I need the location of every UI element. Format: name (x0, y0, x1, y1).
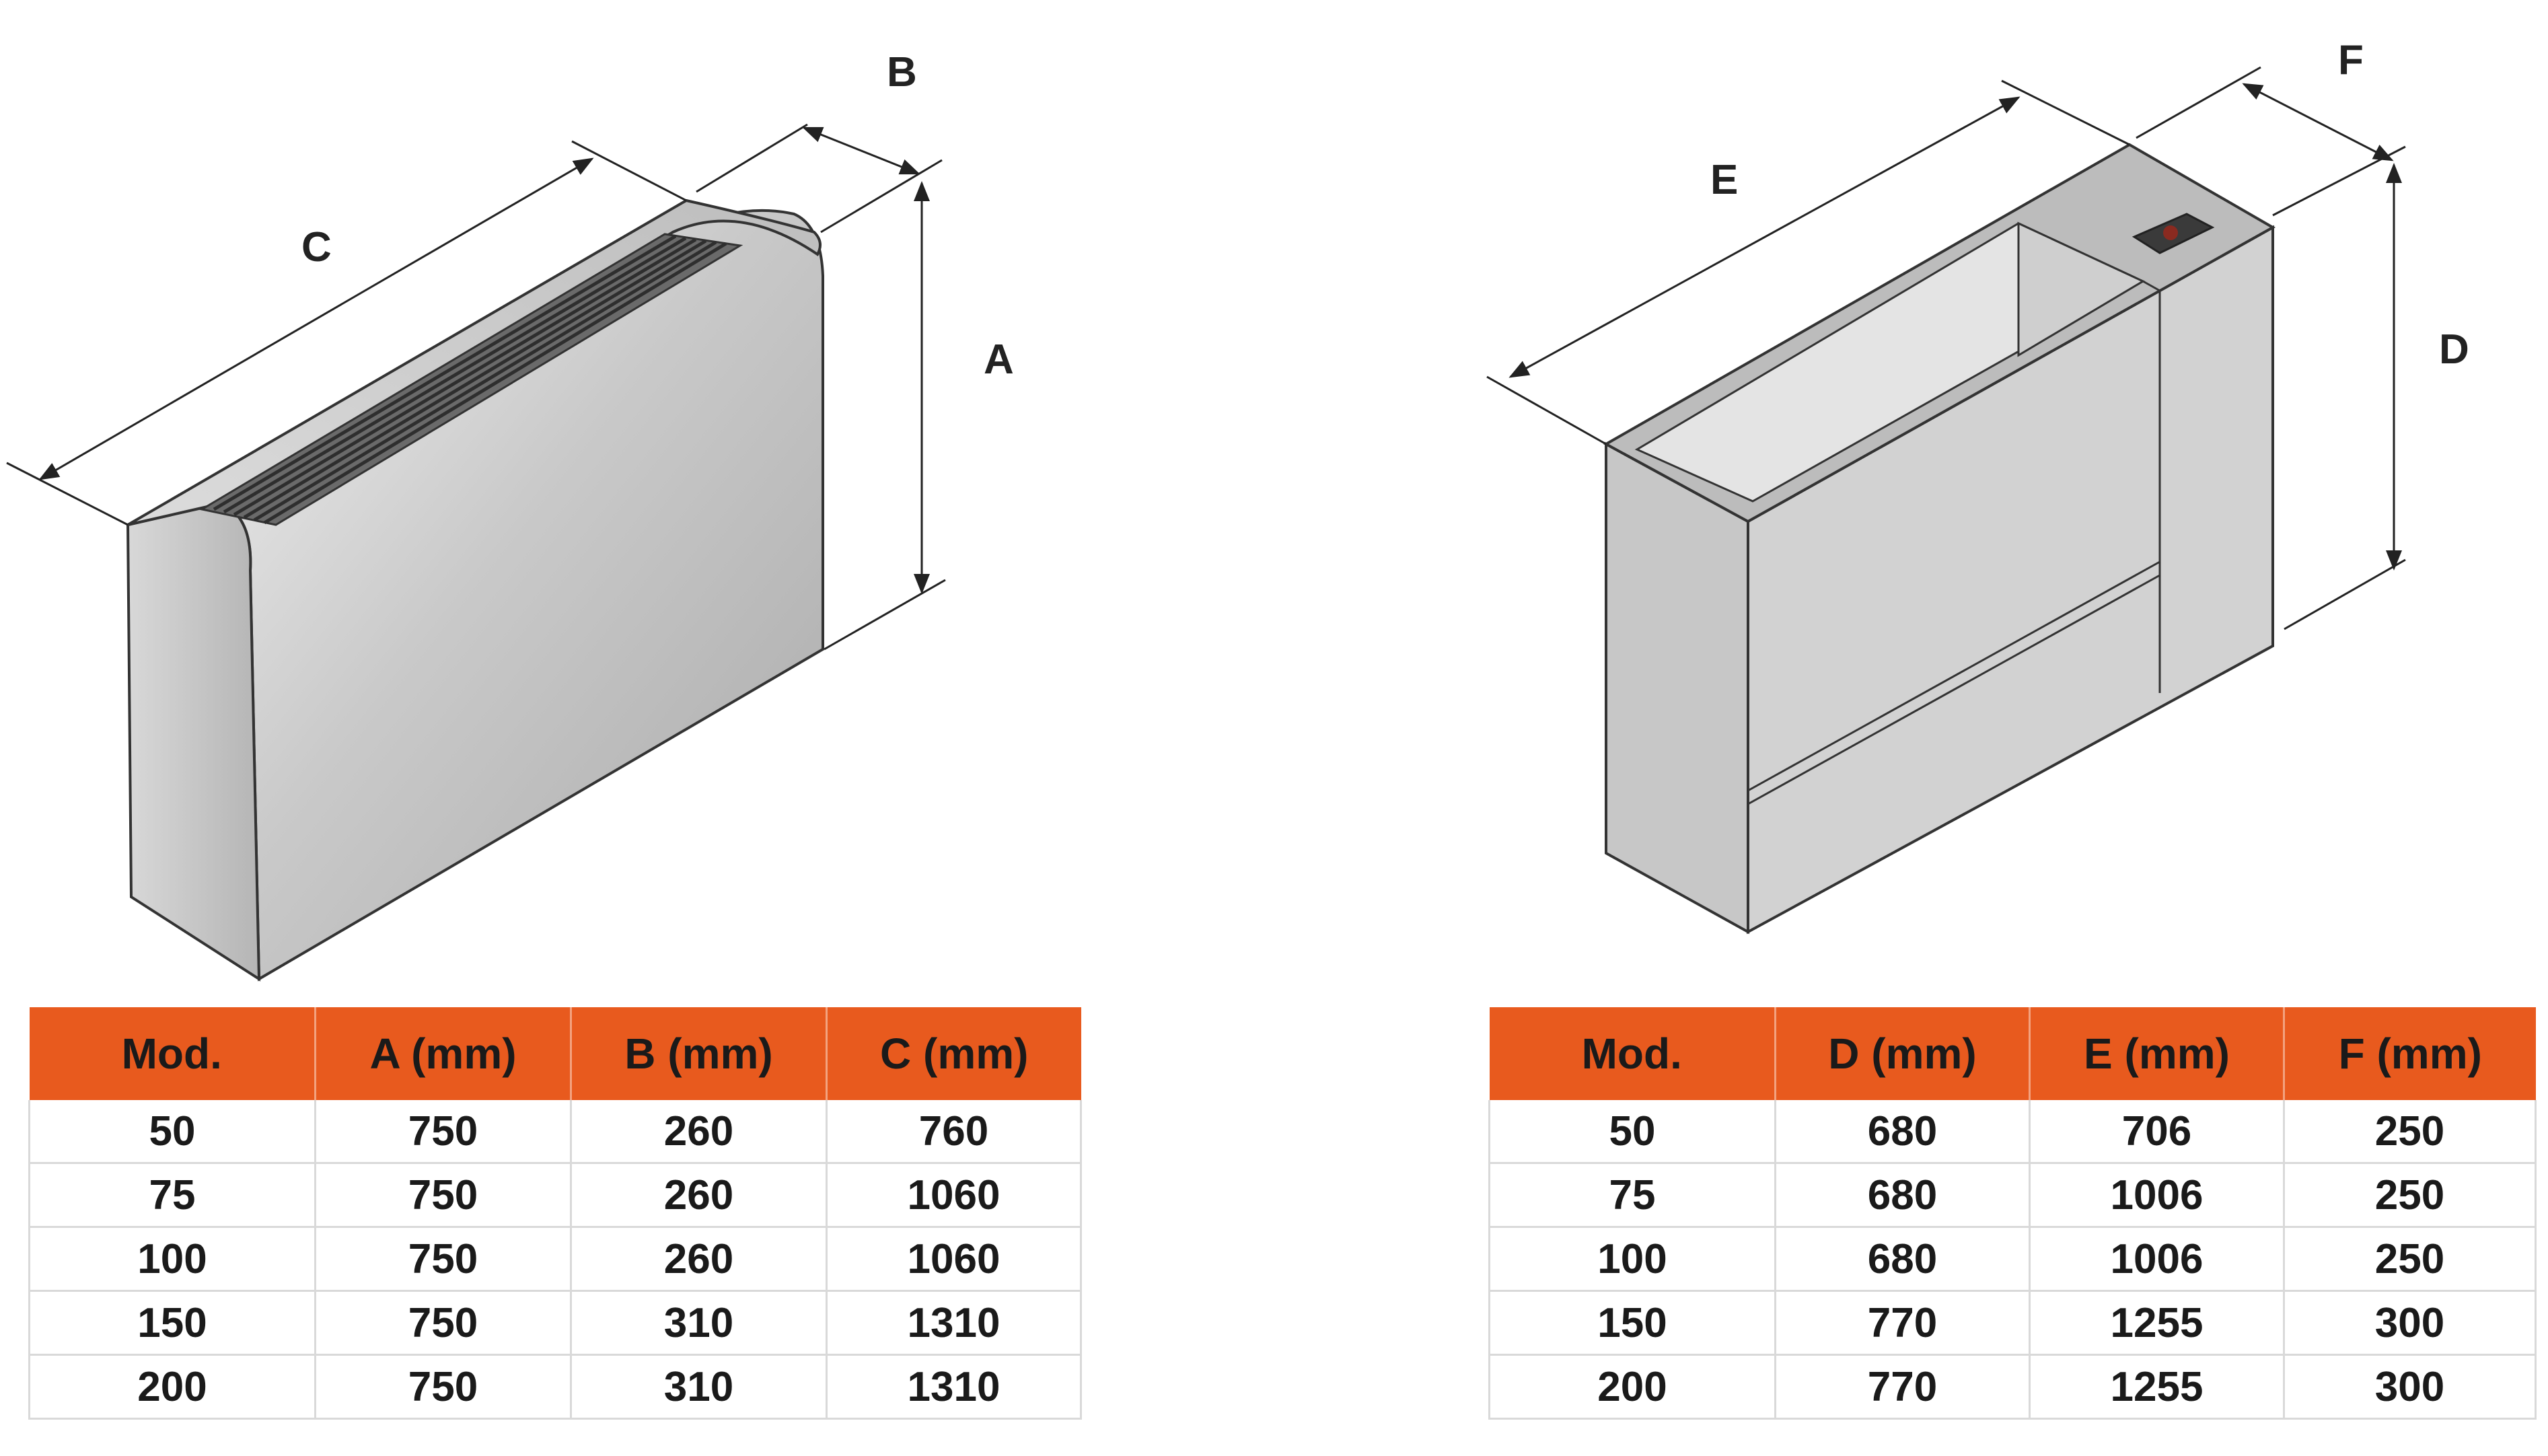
table-cell: 750 (315, 1354, 572, 1420)
table-cell: 750 (315, 1227, 572, 1292)
dim-line-e (1508, 96, 2021, 378)
column-header: Mod. (1489, 1007, 1776, 1100)
table-cell: 706 (2029, 1100, 2285, 1164)
table-cell: 770 (1775, 1290, 2031, 1356)
table-cell: 1006 (2029, 1227, 2285, 1292)
table-cell: 770 (1775, 1354, 2031, 1420)
table-cell: 260 (571, 1163, 828, 1228)
table-row: 75 680 1006 250 (1488, 1163, 2537, 1228)
table-cell: 100 (1488, 1227, 1776, 1292)
column-header: C (mm) (826, 1007, 1081, 1100)
built-in-unit-end-face (1605, 441, 1749, 935)
table-cell: 100 (28, 1227, 316, 1292)
table-cell: 260 (571, 1100, 828, 1164)
dim-label-d: D (2439, 326, 2469, 373)
table-cell: 75 (28, 1163, 316, 1228)
table-cell: 760 (826, 1100, 1082, 1164)
column-header: E (mm) (2029, 1007, 2285, 1100)
table-cell: 260 (571, 1227, 828, 1292)
table-cell: 200 (1488, 1354, 1776, 1420)
table-cell: 1060 (826, 1163, 1082, 1228)
column-header: A (mm) (315, 1007, 572, 1100)
table-row: 200 770 1255 300 (1488, 1354, 2537, 1420)
built-in-unit-dimensions-table: Mod. D (mm) E (mm) F (mm) 50 680 706 250… (1488, 1007, 2537, 1420)
table-cell: 75 (1488, 1163, 1776, 1228)
dimension-drawing: C B A (6, 37, 2469, 982)
table-cell: 250 (2284, 1163, 2537, 1228)
table-row: 50 680 706 250 (1488, 1100, 2537, 1164)
dim-label-e: E (1710, 157, 1738, 203)
table-cell: 1255 (2029, 1354, 2285, 1420)
table-row: 200 750 310 1310 (28, 1354, 1082, 1420)
cased-unit-dimensions-table: Mod. A (mm) B (mm) C (mm) 50 750 260 760… (28, 1007, 1082, 1420)
table-row: 100 680 1006 250 (1488, 1227, 2537, 1292)
table-cell: 310 (571, 1290, 828, 1356)
table-header-row: Mod. D (mm) E (mm) F (mm) (1489, 1007, 2536, 1100)
table-cell: 1255 (2029, 1290, 2285, 1356)
table-row: 150 770 1255 300 (1488, 1290, 2537, 1356)
table-cell: 1310 (826, 1290, 1082, 1356)
table-cell: 200 (28, 1354, 316, 1420)
table-cell: 300 (2284, 1290, 2537, 1356)
table-cell: 1310 (826, 1354, 1082, 1420)
table-cell: 150 (1488, 1290, 1776, 1356)
table-cell: 680 (1775, 1163, 2031, 1228)
column-header: Mod. (29, 1007, 316, 1100)
table-cell: 50 (1488, 1100, 1776, 1164)
dim-line-c (38, 157, 594, 480)
column-header: F (mm) (2284, 1007, 2536, 1100)
table-cell: 250 (2284, 1100, 2537, 1164)
table-cell: 680 (1775, 1100, 2031, 1164)
control-panel-icon (2132, 213, 2215, 254)
dim-label-f: F (2338, 37, 2364, 83)
table-cell: 750 (315, 1163, 572, 1228)
table-cell: 750 (315, 1100, 572, 1164)
table-cell: 300 (2284, 1354, 2537, 1420)
column-header: D (mm) (1775, 1007, 2031, 1100)
table-cell: 310 (571, 1354, 828, 1420)
dim-line-f (2242, 83, 2394, 161)
table-cell: 1006 (2029, 1163, 2285, 1228)
dim-label-c: C (301, 224, 332, 270)
table-row: 100 750 260 1060 (28, 1227, 1082, 1292)
dim-line-b (802, 126, 920, 175)
dim-label-b: B (887, 49, 917, 96)
cased-unit-side-face (126, 501, 261, 982)
table-cell: 680 (1775, 1227, 2031, 1292)
table-cell: 150 (28, 1290, 316, 1356)
column-header: B (mm) (571, 1007, 828, 1100)
dim-label-a: A (984, 336, 1014, 383)
cased-unit-drawing: C B A (6, 49, 1014, 982)
table-cell: 1060 (826, 1227, 1082, 1292)
table-cell: 750 (315, 1290, 572, 1356)
built-in-unit-drawing: E F D (1486, 37, 2469, 935)
table-row: 150 750 310 1310 (28, 1290, 1082, 1356)
table-cell: 50 (28, 1100, 316, 1164)
table-cell: 250 (2284, 1227, 2537, 1292)
table-header-row: Mod. A (mm) B (mm) C (mm) (29, 1007, 1081, 1100)
table-row: 50 750 260 760 (28, 1100, 1082, 1164)
table-row: 75 750 260 1060 (28, 1163, 1082, 1228)
